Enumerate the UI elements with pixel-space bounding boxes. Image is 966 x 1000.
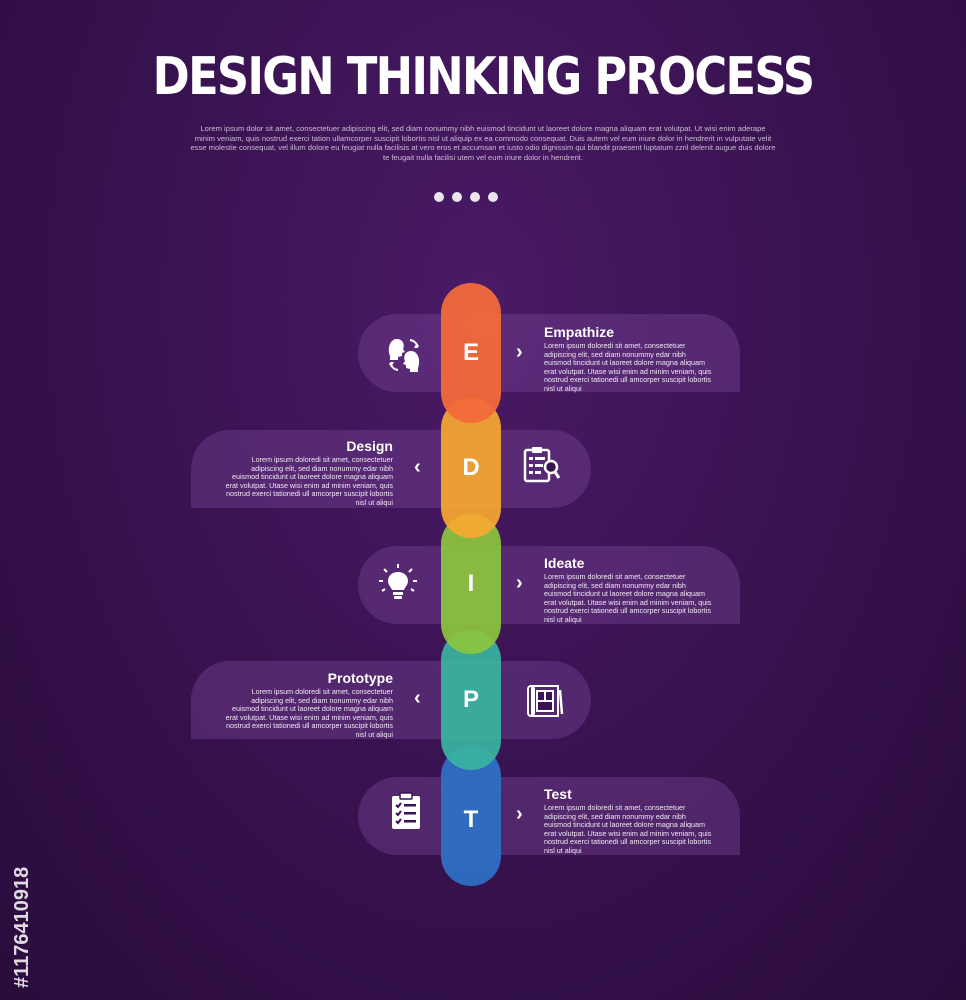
- chevron-right-icon: ›: [516, 803, 523, 825]
- stage-letter: T: [463, 806, 479, 833]
- stage-title-prototype: Prototype: [327, 670, 393, 686]
- page-title: DESIGN THINKING PROCESS: [152, 47, 815, 107]
- stage-card-prototype: [191, 661, 591, 739]
- intro-paragraph: Lorem ipsum dolor sit amet, consectetuer…: [190, 124, 776, 162]
- stage-letter: I: [467, 570, 475, 597]
- blueprint-icon: [527, 685, 564, 717]
- lightbulb-icon: [379, 564, 417, 599]
- chevron-left-icon: ‹: [414, 687, 421, 709]
- checklist-icon: [392, 792, 420, 829]
- stage-card-test: [358, 777, 740, 855]
- stage-title-design: Design: [346, 438, 393, 454]
- stage-letter: E: [462, 339, 479, 366]
- stage-desc-test: Lorem ipsum doloredi sit amet, consectet…: [544, 803, 712, 855]
- stage-letter: D: [462, 454, 480, 481]
- stage-desc-ideate: Lorem ipsum doloredi sit amet, consectet…: [544, 572, 712, 624]
- dot-divider: [434, 192, 498, 202]
- dot: [470, 192, 480, 202]
- chevron-right-icon: ›: [516, 572, 523, 594]
- watermark-id: #1176410918: [11, 867, 33, 988]
- stage-desc-empathize: Lorem ipsum doloredi sit amet, consectet…: [544, 341, 712, 393]
- stage-title-empathize: Empathize: [544, 324, 615, 340]
- chevron-left-icon: ‹: [414, 456, 421, 478]
- stage-title-test: Test: [544, 786, 572, 802]
- stage-desc-prototype: Lorem ipsum doloredi sit amet, consectet…: [225, 687, 393, 739]
- empathy-heads-icon: [388, 339, 420, 372]
- dot: [434, 192, 444, 202]
- svg-text:#1176410918: #1176410918: [11, 867, 33, 988]
- stage-card-empathize: [358, 314, 740, 392]
- stage-pill-empathize: E: [441, 283, 501, 423]
- dot: [488, 192, 498, 202]
- stage-desc-design: Lorem ipsum doloredi sit amet, consectet…: [225, 455, 393, 507]
- chevron-right-icon: ›: [516, 341, 523, 363]
- stage-letter: P: [462, 686, 479, 713]
- stage-title-ideate: Ideate: [544, 555, 585, 571]
- stage-card-ideate: [358, 546, 740, 624]
- clipboard-search-icon: [523, 447, 561, 483]
- dot: [452, 192, 462, 202]
